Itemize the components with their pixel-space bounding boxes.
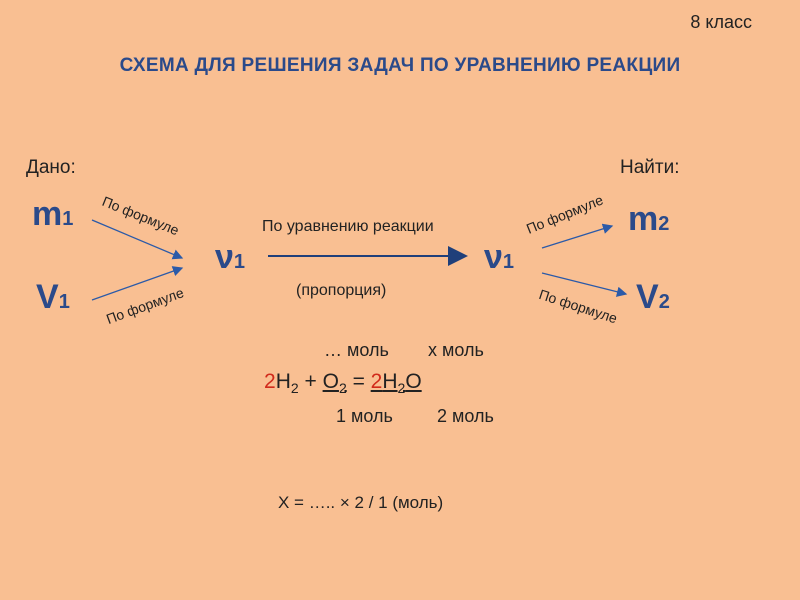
coefficient-h2o: 2 xyxy=(370,370,383,393)
oxygen-index: 2 xyxy=(338,380,347,397)
mol-two-label: 2 моль xyxy=(437,406,494,426)
amount-1-right: ν1 xyxy=(484,238,514,277)
arrow-nu-to-v2 xyxy=(541,272,628,297)
by-equation-label: По уравнению реакции xyxy=(262,218,434,235)
volume-2: V2 xyxy=(636,278,670,317)
grade-label: 8 класс xyxy=(690,12,752,32)
x-formula: X = ….. × 2 / 1 (моль) xyxy=(278,493,444,512)
mol-one-label: 1 моль xyxy=(336,406,393,426)
mass-1: m1 xyxy=(32,195,73,234)
equals-sign: = xyxy=(346,370,371,393)
mass-2-symbol: m xyxy=(628,200,659,238)
given-label: Дано: xyxy=(26,157,76,178)
coefficient-h2: 2 xyxy=(264,370,276,393)
amount-left-index: 1 xyxy=(233,251,246,273)
arrow-m1-to-nu xyxy=(91,219,184,260)
amount-right-symbol: ν xyxy=(484,238,503,276)
amount-left-symbol: ν xyxy=(215,238,234,276)
arrow-v1-to-nu xyxy=(91,266,184,301)
mass-2: m2 xyxy=(628,200,669,239)
volume-2-symbol: V xyxy=(636,278,659,316)
reaction-equation: 2H2 + O2 = 2H2O xyxy=(264,370,422,396)
page-title: СХЕМА ДЛЯ РЕШЕНИЯ ЗАДАЧ ПО УРАВНЕНИЮ РЕА… xyxy=(119,55,681,76)
find-label: Найти: xyxy=(620,157,680,178)
mol-x-label: x моль xyxy=(428,340,484,360)
plus-sign: + xyxy=(298,370,323,393)
hydrogen-index: 2 xyxy=(290,380,299,397)
amount-right-index: 1 xyxy=(502,251,515,273)
volume-1: V1 xyxy=(36,278,70,317)
amount-1-left: ν1 xyxy=(215,238,245,277)
proportion-label: (пропорция) xyxy=(296,282,387,299)
mass-2-index: 2 xyxy=(658,213,670,235)
volume-1-symbol: V xyxy=(36,278,59,316)
water-hydrogen-symbol: H xyxy=(382,370,398,393)
volume-1-index: 1 xyxy=(58,291,70,313)
oxygen-symbol: O xyxy=(322,370,339,393)
oxygen-formula: O2 xyxy=(322,370,347,397)
hydrogen-symbol: H xyxy=(275,370,291,393)
volume-2-index: 2 xyxy=(658,291,670,313)
mol-unknown-label: … моль xyxy=(324,340,389,360)
mass-1-symbol: m xyxy=(32,195,63,233)
mass-1-index: 1 xyxy=(62,208,74,230)
water-hydrogen-index: 2 xyxy=(397,380,406,397)
water-oxygen-symbol: O xyxy=(405,370,422,393)
water-formula: 2H2O xyxy=(370,370,422,397)
arrow-nu-to-m2 xyxy=(541,223,614,249)
